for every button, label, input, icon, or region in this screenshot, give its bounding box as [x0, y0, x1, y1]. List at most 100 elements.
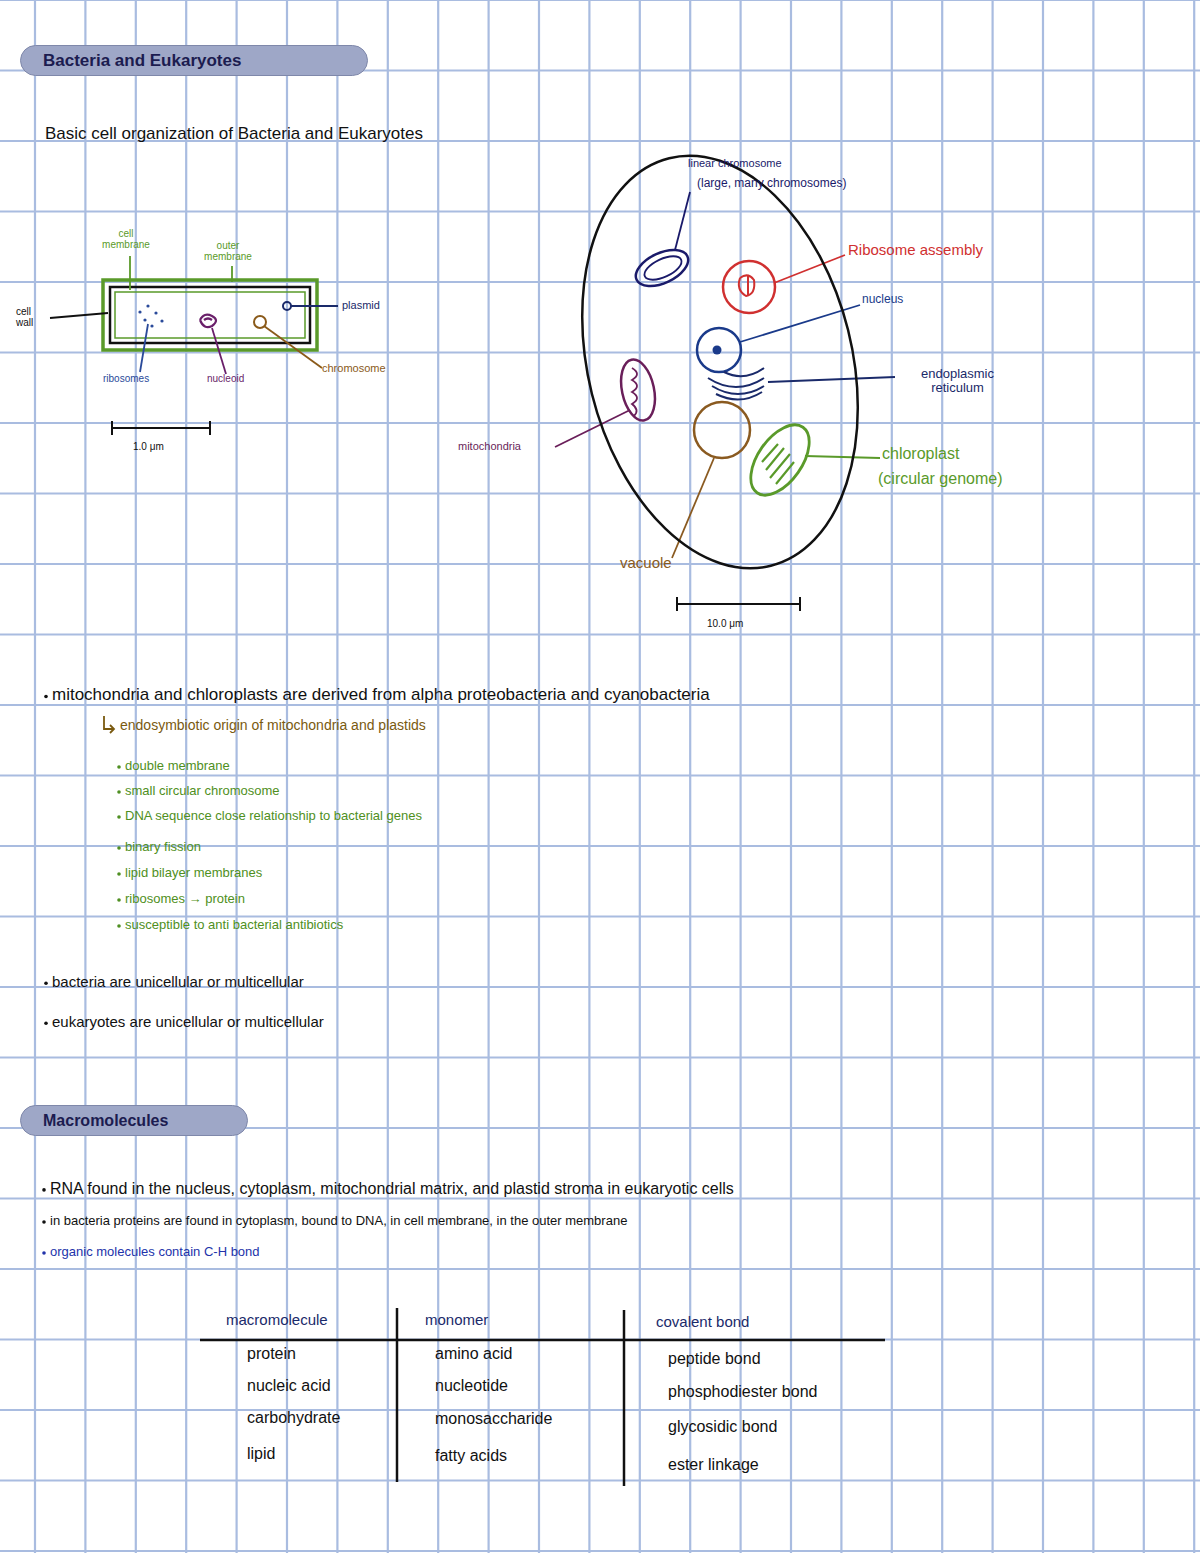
grid-line — [0, 563, 1200, 565]
ribosome-dot — [138, 304, 163, 327]
eukaryote-cell — [541, 126, 899, 597]
er-fold — [708, 368, 764, 400]
note-text: small circular chromosome — [125, 784, 280, 798]
plasmid-circle — [283, 302, 291, 310]
table-cell: phosphodiester bond — [668, 1383, 817, 1401]
table-rule — [200, 1339, 885, 1342]
leader-line — [768, 377, 895, 382]
chloroplast-shape — [739, 415, 821, 506]
ribosome-dot — [143, 318, 146, 321]
part-label: plasmid — [342, 299, 380, 311]
table-cell: nucleotide — [435, 1377, 508, 1395]
grid-line — [0, 0, 1200, 1]
chromosome-shape — [641, 251, 685, 284]
part-label: cell wall — [16, 306, 46, 328]
ribosome-dot — [150, 324, 153, 327]
table-cell: covalent bond — [656, 1314, 749, 1331]
part-label: (circular genome) — [878, 470, 1002, 488]
note-text: eukaryotes are unicellular or multicellu… — [52, 1014, 324, 1031]
table-cell: monosaccharide — [435, 1410, 552, 1428]
note-text: endosymbiotic origin of mitochondria and… — [120, 718, 426, 733]
grid-line — [0, 633, 1200, 635]
grid-line — [0, 1479, 1200, 1481]
leader-line — [264, 326, 322, 368]
bullet-dot — [117, 898, 121, 902]
table-cell: glycosidic bond — [668, 1418, 777, 1436]
part-label: cell membrane — [100, 228, 152, 250]
grid-line — [0, 1550, 1200, 1552]
heading-text: Bacteria and Eukaryotes — [43, 51, 241, 71]
leader-line — [291, 305, 338, 307]
chromosome-shape — [630, 243, 693, 294]
leader-line — [675, 192, 690, 250]
leader-line — [129, 256, 131, 290]
note-text: mitochondria and chloroplasts are derive… — [52, 686, 710, 705]
bullet-dot — [42, 1251, 46, 1255]
grid-line — [0, 492, 1200, 494]
table-cell: lipid — [247, 1445, 275, 1463]
leader-line — [50, 313, 108, 318]
note-text: susceptible to anti bacterial antibiotic… — [125, 918, 343, 932]
leader-line — [231, 266, 233, 282]
bullet-arrow — [104, 716, 114, 733]
ribosome-dot — [160, 319, 163, 322]
ribosome-assembly-shape — [739, 275, 754, 296]
table-cell: nucleic acid — [247, 1377, 331, 1395]
bullet-dot — [117, 846, 121, 850]
note-text: DNA sequence close relationship to bacte… — [125, 809, 422, 823]
table-cell: macromolecule — [226, 1312, 328, 1329]
grid-line — [0, 704, 1200, 706]
bullet-dot — [117, 790, 121, 794]
part-label: 10.0 μm — [707, 618, 743, 629]
bullet-arrow — [104, 716, 114, 733]
grid-line — [0, 210, 1200, 212]
bullet-dot — [44, 1022, 48, 1026]
ribosome-dot — [154, 311, 157, 314]
scale-bar — [112, 421, 210, 435]
grid-line — [0, 1409, 1200, 1411]
part-label: chromosome — [322, 362, 386, 374]
leader-line — [672, 458, 714, 558]
note-text: in bacteria proteins are found in cytopl… — [50, 1214, 627, 1228]
part-label: endoplasmic reticulum — [895, 367, 1020, 396]
nucleolus-dot — [713, 346, 722, 355]
note-text: binary fission — [125, 840, 201, 854]
bullet-dot — [42, 1188, 46, 1192]
table-cell: ester linkage — [668, 1456, 759, 1474]
table-cell: carbohydrate — [247, 1409, 340, 1427]
note-text: RNA found in the nucleus, cytoplasm, mit… — [50, 1180, 734, 1198]
bullet-dot — [117, 765, 121, 769]
part-label: Ribosome assembly — [848, 242, 983, 259]
leader-line — [212, 328, 226, 374]
leader-line — [555, 410, 630, 447]
table-rule — [623, 1310, 626, 1486]
table-rule — [396, 1308, 399, 1482]
part-label: 1.0 μm — [133, 441, 164, 452]
mitochondrion-shape — [616, 356, 660, 423]
part-label: vacuole — [620, 555, 672, 572]
bullet-dot — [117, 924, 121, 928]
bullet-dot — [42, 1220, 46, 1224]
note-text: ribosomes → protein — [125, 892, 245, 906]
grid-line — [0, 774, 1200, 776]
thylakoid-stack — [762, 444, 794, 484]
nucleoid-shape — [200, 315, 216, 327]
scale-bar — [677, 597, 800, 611]
bullet-dot — [44, 982, 48, 986]
leader-line — [50, 192, 895, 558]
bullet-dot — [44, 695, 48, 699]
leader-line — [774, 255, 845, 283]
part-label: nucleus — [862, 293, 903, 306]
bacterium-cell — [110, 287, 310, 343]
note-text: bacteria are unicellular or multicellula… — [52, 974, 304, 991]
part-label: ribosomes — [103, 373, 149, 384]
heading-text: Macromolecules — [43, 1112, 168, 1130]
bacterium-cell — [103, 280, 317, 350]
eukaryote-cell — [541, 126, 899, 597]
mitochondrion-shape — [632, 368, 637, 416]
note-text: organic molecules contain C-H bond — [50, 1245, 260, 1259]
